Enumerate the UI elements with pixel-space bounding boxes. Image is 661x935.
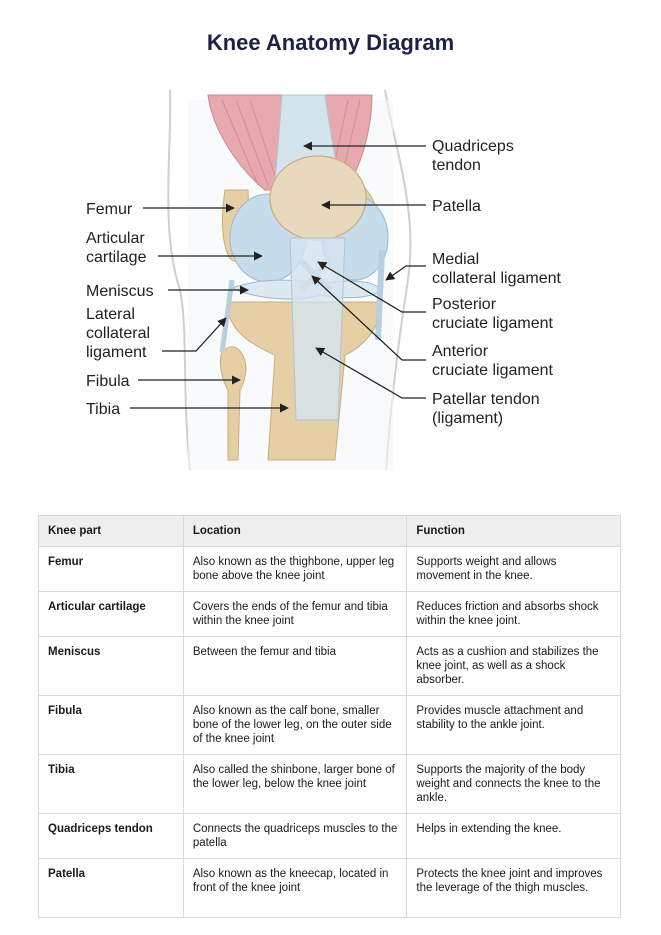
table-row: Articular cartilage Covers the ends of t… bbox=[38, 591, 621, 637]
label-medial-2: collateral ligament bbox=[432, 270, 562, 287]
label-lateral-2: collateral bbox=[86, 325, 150, 342]
label-meniscus: Meniscus bbox=[86, 283, 154, 300]
knee-parts-table: Knee part Location Function Femur Also k… bbox=[38, 515, 621, 918]
table-row: Fibula Also known as the calf bone, smal… bbox=[38, 695, 621, 755]
label-articular-2: cartilage bbox=[86, 249, 147, 266]
leader-posterior-cruciate bbox=[317, 261, 426, 313]
cell-location: Connects the quadriceps muscles to the p… bbox=[182, 813, 408, 859]
header-knee-part: Knee part bbox=[38, 515, 184, 547]
cell-part: Femur bbox=[38, 546, 184, 592]
label-medial-1: Medial bbox=[432, 251, 479, 268]
cell-location: Also known as the kneecap, located in fr… bbox=[182, 858, 408, 918]
cell-function: Supports weight and allows movement in t… bbox=[406, 546, 621, 592]
cell-location: Also known as the thighbone, upper leg b… bbox=[182, 546, 408, 592]
leader-lateral-collateral bbox=[162, 317, 227, 352]
cell-function: Acts as a cushion and stabilizes the kne… bbox=[406, 636, 621, 696]
label-anterior-2: cruciate ligament bbox=[432, 362, 554, 379]
cell-function: Reduces friction and absorbs shock withi… bbox=[406, 591, 621, 637]
cell-location: Between the femur and tibia bbox=[182, 636, 408, 696]
label-fibula: Fibula bbox=[86, 373, 130, 390]
cell-location: Also called the shinbone, larger bone of… bbox=[182, 754, 408, 814]
cell-function: Provides muscle attachment and stability… bbox=[406, 695, 621, 755]
label-posterior-1: Posterior bbox=[432, 296, 497, 313]
table-row: Femur Also known as the thighbone, upper… bbox=[38, 546, 621, 592]
cell-part: Articular cartilage bbox=[38, 591, 184, 637]
lateral-collateral-ligament bbox=[219, 279, 235, 353]
label-quadriceps-1: Quadriceps bbox=[432, 138, 514, 155]
cell-function: Helps in extending the knee. bbox=[406, 813, 621, 859]
leader-medial-collateral bbox=[385, 265, 426, 281]
label-lateral-3: ligament bbox=[86, 344, 147, 361]
label-tibia: Tibia bbox=[86, 401, 120, 418]
table-header-row: Knee part Location Function bbox=[38, 515, 621, 547]
header-function: Function bbox=[406, 515, 621, 547]
label-patellar-1: Patellar tendon bbox=[432, 391, 540, 408]
label-femur: Femur bbox=[86, 201, 133, 218]
cell-part: Quadriceps tendon bbox=[38, 813, 184, 859]
label-quadriceps-2: tendon bbox=[432, 157, 481, 174]
label-posterior-2: cruciate ligament bbox=[432, 315, 554, 332]
page-title: Knee Anatomy Diagram bbox=[206, 30, 455, 55]
cell-location: Also known as the calf bone, smaller bon… bbox=[182, 695, 408, 755]
medial-collateral-ligament bbox=[375, 249, 385, 341]
label-articular-1: Articular bbox=[86, 230, 145, 247]
cell-part: Meniscus bbox=[38, 636, 184, 696]
label-patellar-2: (ligament) bbox=[432, 410, 503, 427]
cell-function: Supports the majority of the body weight… bbox=[406, 754, 621, 814]
leader-anterior-cruciate bbox=[311, 275, 426, 361]
fibula-bone bbox=[219, 346, 247, 461]
table-row: Meniscus Between the femur and tibia Act… bbox=[38, 636, 621, 696]
cell-function: Protects the knee joint and improves the… bbox=[406, 858, 621, 918]
table-row: Tibia Also called the shinbone, larger b… bbox=[38, 754, 621, 814]
cell-location: Covers the ends of the femur and tibia w… bbox=[182, 591, 408, 637]
header-location: Location bbox=[182, 515, 408, 547]
label-patella: Patella bbox=[432, 198, 481, 215]
cell-part: Tibia bbox=[38, 754, 184, 814]
cell-part: Fibula bbox=[38, 695, 184, 755]
leader-patellar-tendon bbox=[315, 347, 426, 399]
knee-anatomy-diagram: Femur Articular cartilage Meniscus Later… bbox=[86, 90, 562, 470]
skin-outline bbox=[167, 90, 191, 470]
cell-part: Patella bbox=[38, 858, 184, 918]
patella-bone bbox=[269, 155, 367, 241]
label-lateral-1: Lateral bbox=[86, 306, 135, 323]
knee-parts-table-wrapper: Knee part Location Function Femur Also k… bbox=[38, 515, 621, 918]
table-row: Quadriceps tendon Connects the quadricep… bbox=[38, 813, 621, 859]
label-anterior-1: Anterior bbox=[432, 343, 489, 360]
patellar-tendon bbox=[289, 237, 346, 421]
table-row: Patella Also known as the kneecap, locat… bbox=[38, 858, 621, 918]
